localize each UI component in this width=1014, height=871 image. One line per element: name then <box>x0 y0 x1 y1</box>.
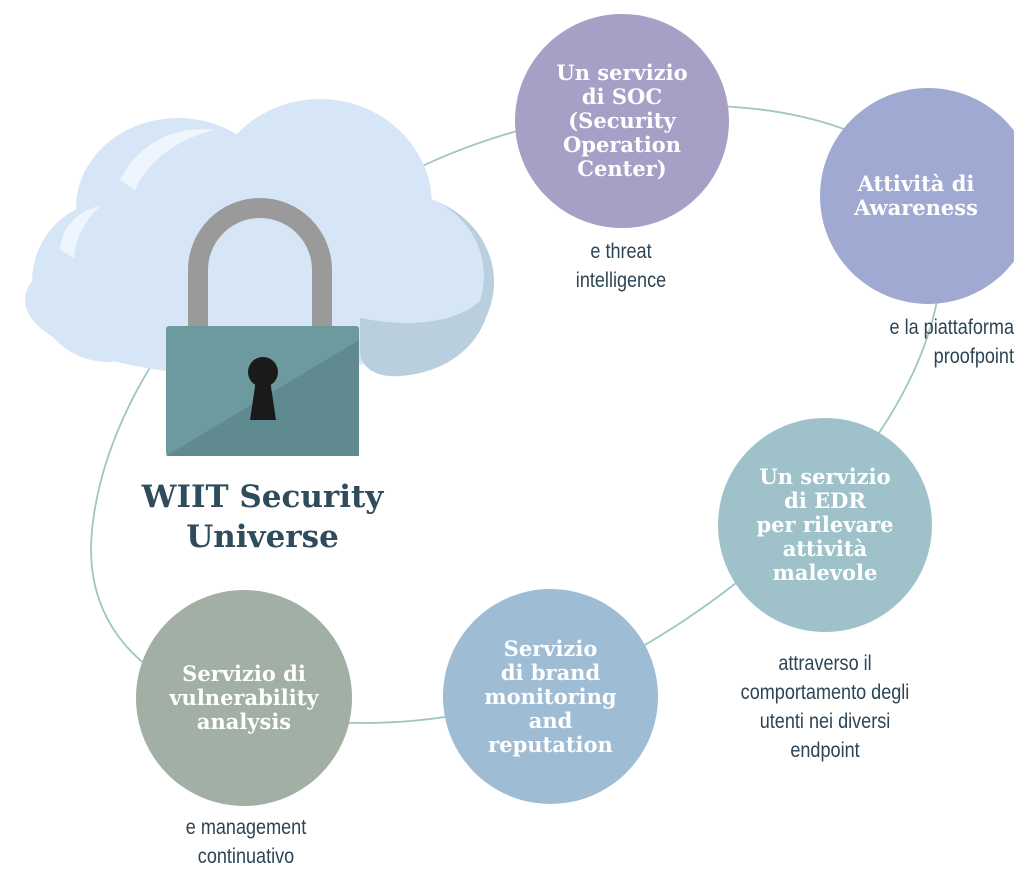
node-awareness-title: Attività di Awareness <box>854 171 978 220</box>
node-edr-title: Un servizio di EDR per rilevare attività… <box>756 464 894 585</box>
node-soc-title: Un servizio di SOC (Security Operation C… <box>556 60 688 181</box>
node-edr-caption: attraverso il comportamento degli utenti… <box>740 652 910 762</box>
node-edr: Un servizio di EDR per rilevare attività… <box>718 418 932 632</box>
node-brand-title: Servizio di brand monitoring and reputat… <box>484 635 617 757</box>
node-soc: Un servizio di SOC (Security Operation C… <box>515 14 729 228</box>
cloud-icon <box>25 99 494 377</box>
orbit-line <box>90 104 942 724</box>
node-vulnerability: Servizio di vulnerability analysis <box>136 590 352 806</box>
node-awareness: Attività di Awareness <box>820 88 1014 304</box>
diagram-title: WIIT Security Universe <box>141 479 384 555</box>
padlock-icon <box>166 198 359 456</box>
node-vulnerability-caption: e management continuativo <box>185 816 307 868</box>
node-awareness-caption: e la piattaforma proofpoint <box>889 316 1014 368</box>
node-vulnerability-title: Servizio di vulnerability analysis <box>169 661 319 734</box>
node-soc-caption: e threat intelligence <box>575 240 667 292</box>
node-brand: Servizio di brand monitoring and reputat… <box>443 589 658 804</box>
